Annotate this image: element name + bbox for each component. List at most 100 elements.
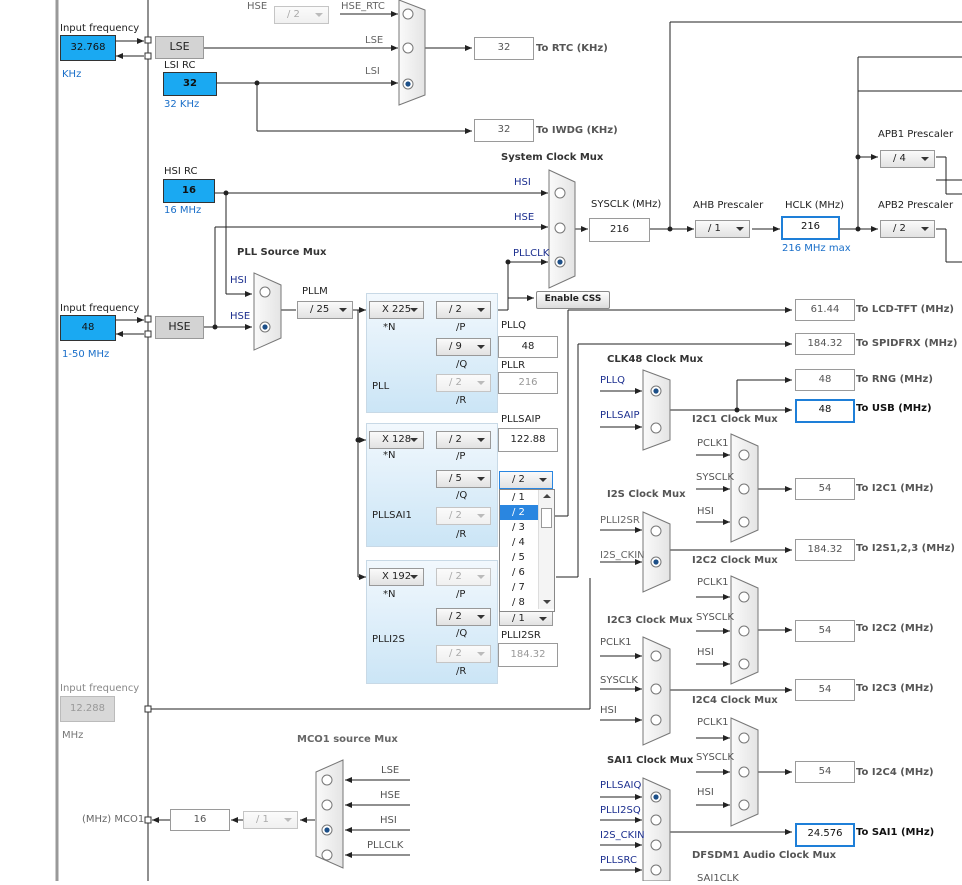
pll-p-select[interactable]: / 2 — [436, 301, 491, 319]
i2s-output-value: 184.32 — [795, 539, 855, 561]
pllsaip-value: 122.88 — [498, 428, 558, 452]
ahb-prescaler-select[interactable]: / 1 — [695, 220, 750, 238]
pllsai1-n-select[interactable]: X 128 — [369, 431, 424, 449]
mco1-label: (MHz) MCO1 — [82, 814, 145, 825]
pll-p-label: /P — [456, 322, 466, 333]
dropdown-option[interactable]: / 7 — [512, 582, 525, 593]
pllsai1-p-label: /P — [456, 451, 466, 462]
ahb-prescaler-label: AHB Prescaler — [693, 200, 764, 211]
hclk-label: HCLK (MHz) — [785, 200, 845, 211]
dfsdm1-sai1clk-label: SAI1CLK — [697, 873, 739, 884]
pllm-select[interactable]: / 25 — [297, 301, 353, 319]
dropdown-option[interactable]: / 1 — [512, 492, 525, 503]
mco1-hsi-label: HSI — [380, 815, 397, 826]
dropdown-option[interactable]: / 6 — [512, 567, 525, 578]
i2c3-output-label: To I2C3 (MHz) — [856, 683, 934, 694]
iwdg-output-value: 32 — [474, 119, 534, 142]
system-clock-mux-title: System Clock Mux — [501, 152, 604, 163]
pllsai1-divq-dropdown-list[interactable]: / 1 / 2 / 3 / 4 / 5 / 6 / 7 / 8 — [499, 489, 555, 612]
hse-oscillator[interactable]: HSE — [155, 316, 204, 339]
apb1-prescaler-select[interactable]: / 4 — [880, 150, 935, 168]
scroll-down-icon[interactable] — [543, 600, 551, 604]
pllsai1-r-select[interactable]: / 2 — [436, 507, 491, 525]
lse-oscillator[interactable]: LSE — [155, 36, 204, 59]
rng-output-value: 48 — [795, 369, 855, 391]
pllsaip-label: PLLSAIP — [501, 414, 541, 425]
pllsai1-p-select[interactable]: / 2 — [436, 431, 491, 449]
rtc-output-value: 32 — [474, 37, 534, 60]
sai1-mux-shape — [642, 777, 671, 881]
plli2s-r-label: /R — [456, 666, 467, 677]
usb-output-label: To USB (MHz) — [856, 403, 932, 414]
clk48-pllsaip-label: PLLSAIP — [600, 410, 640, 421]
pllsai1-divq-select[interactable]: / 2 — [499, 471, 553, 489]
plli2s-n-label: *N — [383, 589, 396, 600]
sysmux-pllclk-label: PLLCLK — [513, 248, 550, 259]
pllq-label: PLLQ — [501, 320, 527, 331]
i2s-output-label: To I2S1,2,3 (MHz) — [856, 543, 955, 554]
i2c3-mux-title: I2C3 Clock Mux — [607, 615, 693, 626]
plli2s-n-select[interactable]: X 192 — [369, 568, 424, 586]
hse-frequency-input[interactable]: 48 — [60, 315, 116, 341]
pllsai1-n-label: *N — [383, 450, 396, 461]
dropdown-option[interactable]: / 5 — [512, 552, 525, 563]
i2s-input-label: Input frequency — [60, 683, 140, 694]
clk48-pllq-label: PLLQ — [600, 375, 626, 386]
i2c1-pclk1-label: PCLK1 — [697, 438, 729, 449]
sai1-pllsrc-label: PLLSRC — [600, 855, 637, 866]
sai1-output-value[interactable]: 24.576 — [795, 823, 855, 847]
mco1-prescaler-select[interactable]: / 1 — [243, 811, 298, 829]
lse-frequency-input[interactable]: 32.768 — [60, 35, 116, 61]
sysclk-value: 216 — [589, 218, 650, 242]
plli2s-divq-select[interactable]: / 1 — [499, 610, 553, 626]
hse-rtc-divider-select[interactable]: / 2 — [274, 6, 329, 24]
hsi-rc-value: 16 — [163, 179, 215, 203]
apb2-prescaler-select[interactable]: / 2 — [880, 220, 935, 238]
pll-r-label: /R — [456, 395, 467, 406]
pll-r-select[interactable]: / 2 — [436, 374, 491, 392]
hsi-rc-label: HSI RC — [164, 166, 198, 177]
i2c4-output-label: To I2C4 (MHz) — [856, 767, 934, 778]
spdif-output-value: 184.32 — [795, 333, 855, 355]
sysmux-hsi-label: HSI — [514, 177, 531, 188]
pll-q-select[interactable]: / 9 — [436, 338, 491, 356]
hse-rtc-label: HSE_RTC — [341, 1, 385, 12]
scrollbar-thumb[interactable] — [541, 508, 552, 528]
hclk-max-label: 216 MHz max — [782, 243, 851, 254]
i2c4-output-value: 54 — [795, 761, 855, 783]
hclk-input[interactable]: 216 — [781, 216, 840, 240]
i2c1-hsi-label: HSI — [697, 506, 714, 517]
i2s-mux-title: I2S Clock Mux — [607, 489, 686, 500]
i2c1-sysclk-label: SYSCLK — [696, 472, 734, 483]
dropdown-option[interactable]: / 2 — [500, 505, 538, 520]
mco1-mux-shape — [315, 759, 344, 869]
sai1-pllsaiq-label: PLLSAIQ — [600, 780, 642, 791]
plli2s-p-select[interactable]: / 2 — [436, 568, 491, 586]
dropdown-option[interactable]: / 4 — [512, 537, 525, 548]
enable-css-button[interactable]: Enable CSS — [536, 291, 610, 309]
lsi-rc-value: 32 — [163, 72, 217, 96]
dropdown-option[interactable]: / 3 — [512, 522, 525, 533]
i2c4-mux-title: I2C4 Clock Mux — [692, 695, 778, 706]
rtc-hse-label: HSE — [247, 1, 268, 12]
pllsai1-q-label: /Q — [456, 490, 468, 501]
pll-source-mux-shape — [253, 272, 282, 351]
i2s-input-unit: MHz — [62, 730, 84, 741]
dropdown-option[interactable]: / 8 — [512, 597, 525, 608]
i2c1-output-value: 54 — [795, 478, 855, 500]
plli2sr-value: 184.32 — [498, 643, 558, 667]
dropdown-scrollbar[interactable] — [538, 490, 554, 609]
rng-output-label: To RNG (MHz) — [856, 374, 933, 385]
plli2s-q-select[interactable]: / 2 — [436, 608, 491, 626]
i2c4-sysclk-label: SYSCLK — [696, 752, 734, 763]
usb-output-value[interactable]: 48 — [795, 399, 855, 423]
pllsai1-q-select[interactable]: / 5 — [436, 470, 491, 488]
scroll-up-icon[interactable] — [543, 494, 551, 498]
i2s-ckin-frequency-input[interactable]: 12.288 — [60, 696, 115, 722]
pllsai1-name: PLLSAI1 — [372, 510, 412, 521]
pll-n-select[interactable]: X 225 — [369, 301, 424, 319]
pllsrc-hsi-label: HSI — [230, 275, 247, 286]
pllsrc-hse-label: HSE — [230, 311, 251, 322]
plli2s-r-select[interactable]: / 2 — [436, 645, 491, 663]
lsi-rc-label: LSI RC — [164, 60, 196, 71]
